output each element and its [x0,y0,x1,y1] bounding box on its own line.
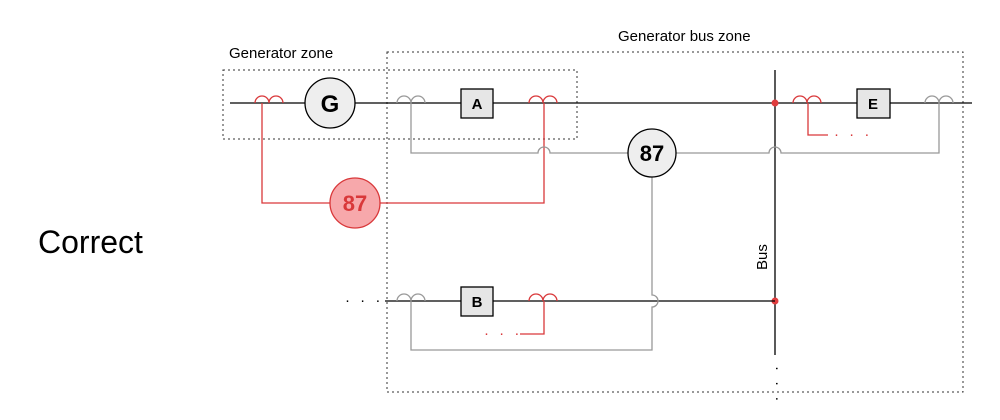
ct-b-red-stub [520,301,545,335]
breaker-b-label: B [472,294,483,311]
ct-e-red-stub [807,103,828,136]
bus-differential-relay [627,128,677,178]
bus-relay-label: 87 [640,141,664,166]
generator-zone-label: Generator zone [229,45,333,62]
generator-relay-label: 87 [343,191,367,216]
generator-zone-box [222,69,578,140]
ct-e-left-icon [792,95,822,104]
ct-b-red-continuation: · · · [484,325,522,342]
generator-bus-zone-box [386,51,964,393]
breaker-b [460,286,494,317]
breaker-e-label: E [868,96,878,113]
bus-diff-wire-b [410,177,659,351]
breaker-a [460,88,494,119]
ct-a-generator-icon [528,95,558,104]
bus-continuation-dots: · · · [769,366,786,404]
breaker-e [856,88,891,119]
bus-diff-wire-e [676,103,940,154]
ct-b-bus-icon [396,293,426,302]
generator-label: G [321,91,340,118]
ct-a-bus-icon [396,95,426,104]
ct-generator-icon [254,95,284,104]
generator-circle [304,77,356,129]
gen-diff-wire-right [380,103,545,204]
generator-bus-zone-label: Generator bus zone [618,28,751,45]
bus-label: Bus [754,244,771,270]
feeder-b-continuation-dots: · · · [345,292,383,309]
breaker-a-label: A [472,96,483,113]
bus-junction-top [771,99,779,107]
diagram-heading: Correct [38,224,143,260]
generator-differential-relay [329,177,381,229]
gen-diff-wire-left [261,103,330,204]
bus-diff-wire-a [410,103,628,154]
ct-b-right-icon [528,293,558,302]
ct-e-bus-icon [924,95,954,104]
ct-e-red-continuation: · · · [834,126,872,143]
